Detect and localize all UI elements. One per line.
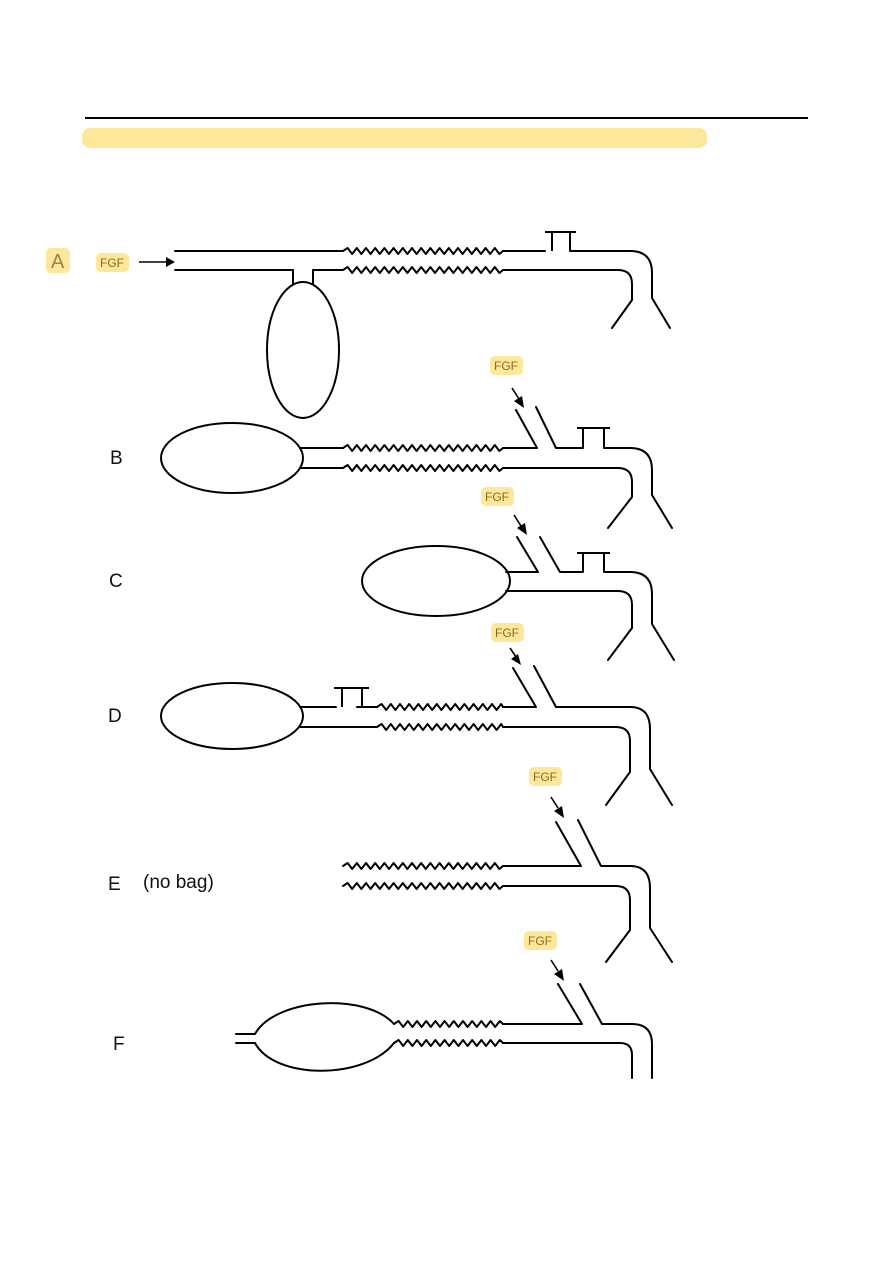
tube-e-lower bbox=[502, 885, 631, 963]
bag-neck-b bbox=[299, 447, 344, 469]
fgf-badge-a bbox=[96, 253, 129, 272]
corrugated-tube-b-bottom bbox=[342, 464, 504, 472]
label-d: D bbox=[108, 706, 122, 727]
bag-neck-a bbox=[292, 269, 314, 285]
system-f: F FGF bbox=[113, 931, 653, 1079]
fgf-inlet-c: FGF bbox=[481, 487, 527, 535]
apl-valve-a bbox=[545, 231, 576, 251]
fgf-label-d: FGF bbox=[495, 626, 519, 640]
title-highlight-band bbox=[82, 128, 707, 148]
tube-d-upper bbox=[502, 665, 673, 806]
label-a-highlight bbox=[46, 248, 70, 273]
fgf-inlet-f: FGF bbox=[524, 931, 564, 981]
fgf-badge-c bbox=[481, 487, 514, 506]
fgf-arrow-d bbox=[509, 647, 517, 658]
corrugated-tube-f-top bbox=[393, 1020, 504, 1028]
system-b: B FGF bbox=[110, 356, 673, 529]
fgf-arrow-e bbox=[550, 796, 559, 809]
system-c: C FGF bbox=[109, 487, 675, 661]
fgf-arrowhead-b bbox=[514, 396, 524, 408]
tube-b-upper bbox=[502, 406, 673, 529]
fgf-arrow-f bbox=[550, 959, 559, 972]
fgf-inlet-d: FGF bbox=[491, 623, 524, 665]
label-f: F bbox=[113, 1034, 125, 1055]
fgf-badge-f bbox=[524, 931, 557, 950]
label-a: A bbox=[51, 251, 65, 273]
tube-c-lower bbox=[505, 590, 633, 661]
fgf-label-c: FGF bbox=[485, 490, 509, 504]
reservoir-bag-f bbox=[254, 1002, 395, 1072]
tube-a-lower bbox=[174, 269, 633, 329]
fgf-arrowhead-a bbox=[166, 257, 175, 267]
fgf-arrowhead-f bbox=[554, 969, 564, 981]
label-e: E bbox=[108, 874, 121, 895]
fgf-arrowhead-c bbox=[517, 523, 527, 535]
fgf-label-e: FGF bbox=[533, 770, 557, 784]
bag-neck-d bbox=[299, 706, 378, 728]
corrugated-tube-f-bottom bbox=[393, 1039, 504, 1047]
fgf-badge-b bbox=[490, 356, 523, 375]
label-e-note: (no bag) bbox=[143, 872, 214, 893]
reservoir-bag-b bbox=[160, 422, 304, 494]
tube-c-upper bbox=[505, 536, 675, 661]
tube-b-lower bbox=[502, 467, 633, 529]
corrugated-tube-a-bottom bbox=[342, 266, 504, 274]
apl-valve-b bbox=[577, 427, 610, 448]
tube-a-upper bbox=[174, 250, 671, 329]
label-c: C bbox=[109, 571, 123, 592]
corrugated-tube-a-top bbox=[342, 247, 504, 255]
system-e: E (no bag) FGF bbox=[108, 767, 673, 963]
corrugated-tube-e-top bbox=[342, 862, 504, 870]
fgf-inlet-a: FGF bbox=[96, 253, 175, 272]
fgf-arrow-c bbox=[513, 514, 522, 527]
tube-e-upper bbox=[502, 819, 673, 963]
reservoir-bag-c bbox=[361, 545, 511, 617]
fgf-label-a: FGF bbox=[100, 256, 124, 270]
fgf-badge-d bbox=[491, 623, 524, 642]
fgf-label-f: FGF bbox=[528, 934, 552, 948]
apl-valve-d bbox=[334, 687, 369, 707]
fgf-inlet-e: FGF bbox=[529, 767, 564, 818]
fgf-arrowhead-e bbox=[554, 806, 564, 818]
corrugated-tube-e-bottom bbox=[342, 882, 504, 890]
fgf-badge-e bbox=[529, 767, 562, 786]
reservoir-bag-a bbox=[266, 281, 340, 419]
system-d: D FGF bbox=[108, 623, 673, 806]
corrugated-tube-d-bottom bbox=[376, 723, 504, 731]
corrugated-tube-b-top bbox=[342, 444, 504, 452]
tube-f-upper bbox=[502, 983, 653, 1079]
bag-tail-f bbox=[235, 1033, 256, 1044]
fgf-arrowhead-d bbox=[511, 654, 521, 665]
tube-f-lower bbox=[502, 1042, 633, 1079]
fgf-label-b: FGF bbox=[494, 359, 518, 373]
system-a: A FGF bbox=[46, 231, 671, 419]
label-b: B bbox=[110, 448, 123, 469]
reservoir-bag-d bbox=[160, 682, 304, 750]
apl-valve-c bbox=[577, 552, 610, 572]
corrugated-tube-d-top bbox=[376, 703, 504, 711]
tube-d-lower bbox=[502, 726, 631, 806]
fgf-inlet-b: FGF bbox=[490, 356, 524, 408]
fgf-arrow-b bbox=[511, 387, 520, 400]
